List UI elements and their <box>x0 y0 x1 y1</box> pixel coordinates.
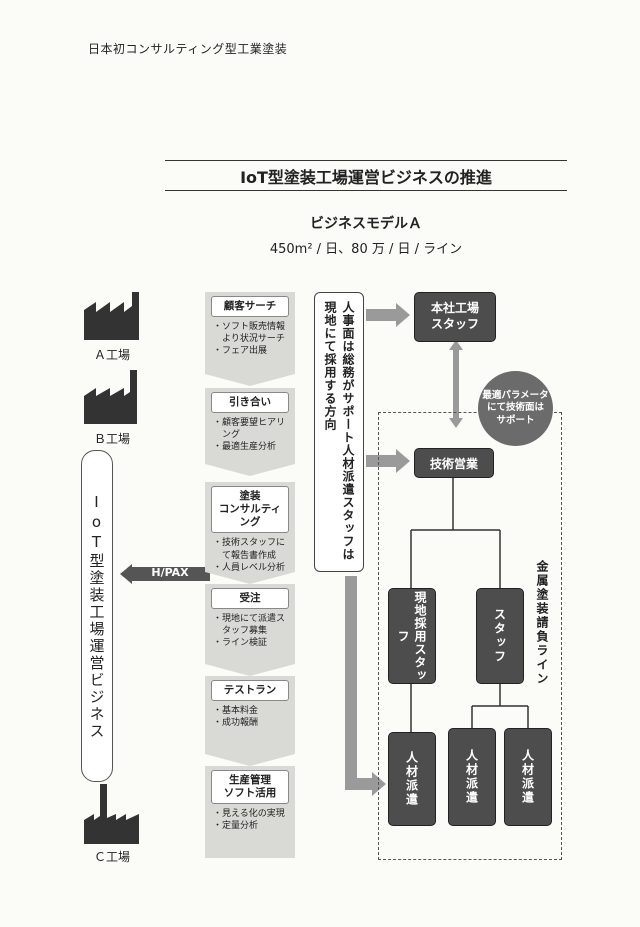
model-name: ビジネスモデルＡ <box>310 216 422 232</box>
contract-line-region <box>378 412 562 860</box>
tech-support-circle: 最適パラメータ にて技術面は サポート <box>478 371 553 446</box>
local-staff-box: 現地採用スタッフ <box>388 588 436 684</box>
step-production-software: 生産管理 ソフト活用 ・見える化の実現 ・定量分析 <box>205 766 295 833</box>
step-title: 塗装 コンサルティング <box>211 486 289 534</box>
step-title: 引き合い <box>211 392 289 414</box>
factory-icon <box>84 292 139 340</box>
hpax-label: H/PAX <box>151 566 189 579</box>
factory-icon <box>84 370 137 424</box>
dispatch-label: 人材派遣 <box>404 751 419 807</box>
factory-b-label: Ｂ工場 <box>93 432 130 446</box>
title-rule-top <box>165 160 567 161</box>
hpax-arrow <box>120 564 210 584</box>
step-title: 受注 <box>211 588 289 610</box>
step-item: ・顧客要望ヒアリ <box>213 418 286 429</box>
step-item: ・基本料金 <box>213 706 259 717</box>
iot-business-box: IoT型塗装工場運営ビジネス <box>81 450 113 782</box>
model-capacity: 450m² / 日、80 万 / 日 / ライン <box>269 242 463 257</box>
step-item: ・成功報酬 <box>213 718 259 729</box>
step-item: ・定量分析 <box>213 821 259 832</box>
step-item: ング <box>213 430 241 441</box>
staff-label: スタッフ <box>492 608 507 664</box>
factory-icon <box>84 784 139 844</box>
local-staff-label: 現地採用スタッフ <box>396 590 427 682</box>
dispatch-label: 人材派遣 <box>520 749 535 805</box>
step-item: ・最適生産分析 <box>213 442 277 453</box>
diagram-title: IoT型塗装工場運営ビジネスの推進 <box>240 168 492 187</box>
support-note: 人事面は総務がサポート人材派遣スタッフは現地にて採用する方向 <box>323 301 355 561</box>
tech-sales-box: 技術営業 <box>414 448 494 478</box>
step-title: 生産管理 ソフト活用 <box>211 770 289 805</box>
title-rule-bottom <box>165 190 567 191</box>
step-inquiry: 引き合い ・顧客要望ヒアリ ング ・最適生産分析 <box>205 388 295 454</box>
step-item: ・フェア出展 <box>213 346 268 357</box>
factory-c-label: Ｃ工場 <box>93 850 130 864</box>
step-consulting: 塗装 コンサルティング ・技術スタッフに て報告書作成 ・人員レベル分析 <box>205 482 295 574</box>
step-item: ・現地にて派遣ス <box>213 614 286 625</box>
contract-line-label: 金属塗装請負ライン <box>535 560 549 686</box>
step-title: テストラン <box>211 680 289 702</box>
step-title: 顧客サーチ <box>211 296 289 318</box>
factory-a-label: Ａ工場 <box>93 348 130 362</box>
hq-staff-box: 本社工場 スタッフ <box>414 292 496 342</box>
iot-business-label: IoT型塗装工場運営ビジネス <box>87 492 106 740</box>
staff-box: スタッフ <box>476 588 524 684</box>
support-note-box: 人事面は総務がサポート人材派遣スタッフは現地にて採用する方向 <box>314 292 364 572</box>
step-item: て報告書作成 <box>213 550 277 561</box>
step-item: ・見える化の実現 <box>213 809 285 820</box>
dispatch-label: 人材派遣 <box>464 749 479 805</box>
step-item: ・ライン検証 <box>213 638 268 649</box>
step-customer-search: 顧客サーチ ・ソフト販売情報 より状況サーチ ・フェア出展 <box>205 292 295 358</box>
running-head: 日本初コンサルティング型工業塗装 <box>88 42 288 56</box>
dispatch-box: 人材派遣 <box>388 732 436 826</box>
step-item: ・ソフト販売情報 <box>213 322 286 333</box>
step-item: ・技術スタッフに <box>213 538 286 549</box>
dispatch-box: 人材派遣 <box>448 728 496 826</box>
step-order: 受注 ・現地にて派遣ス タッフ募集 ・ライン検証 <box>205 584 295 650</box>
step-item: ・人員レベル分析 <box>213 562 286 573</box>
step-item: タッフ募集 <box>213 626 268 637</box>
step-item: より状況サーチ <box>213 334 285 345</box>
dispatch-box: 人材派遣 <box>504 728 552 826</box>
step-test-run: テストラン ・基本料金 ・成功報酬 <box>205 676 295 729</box>
